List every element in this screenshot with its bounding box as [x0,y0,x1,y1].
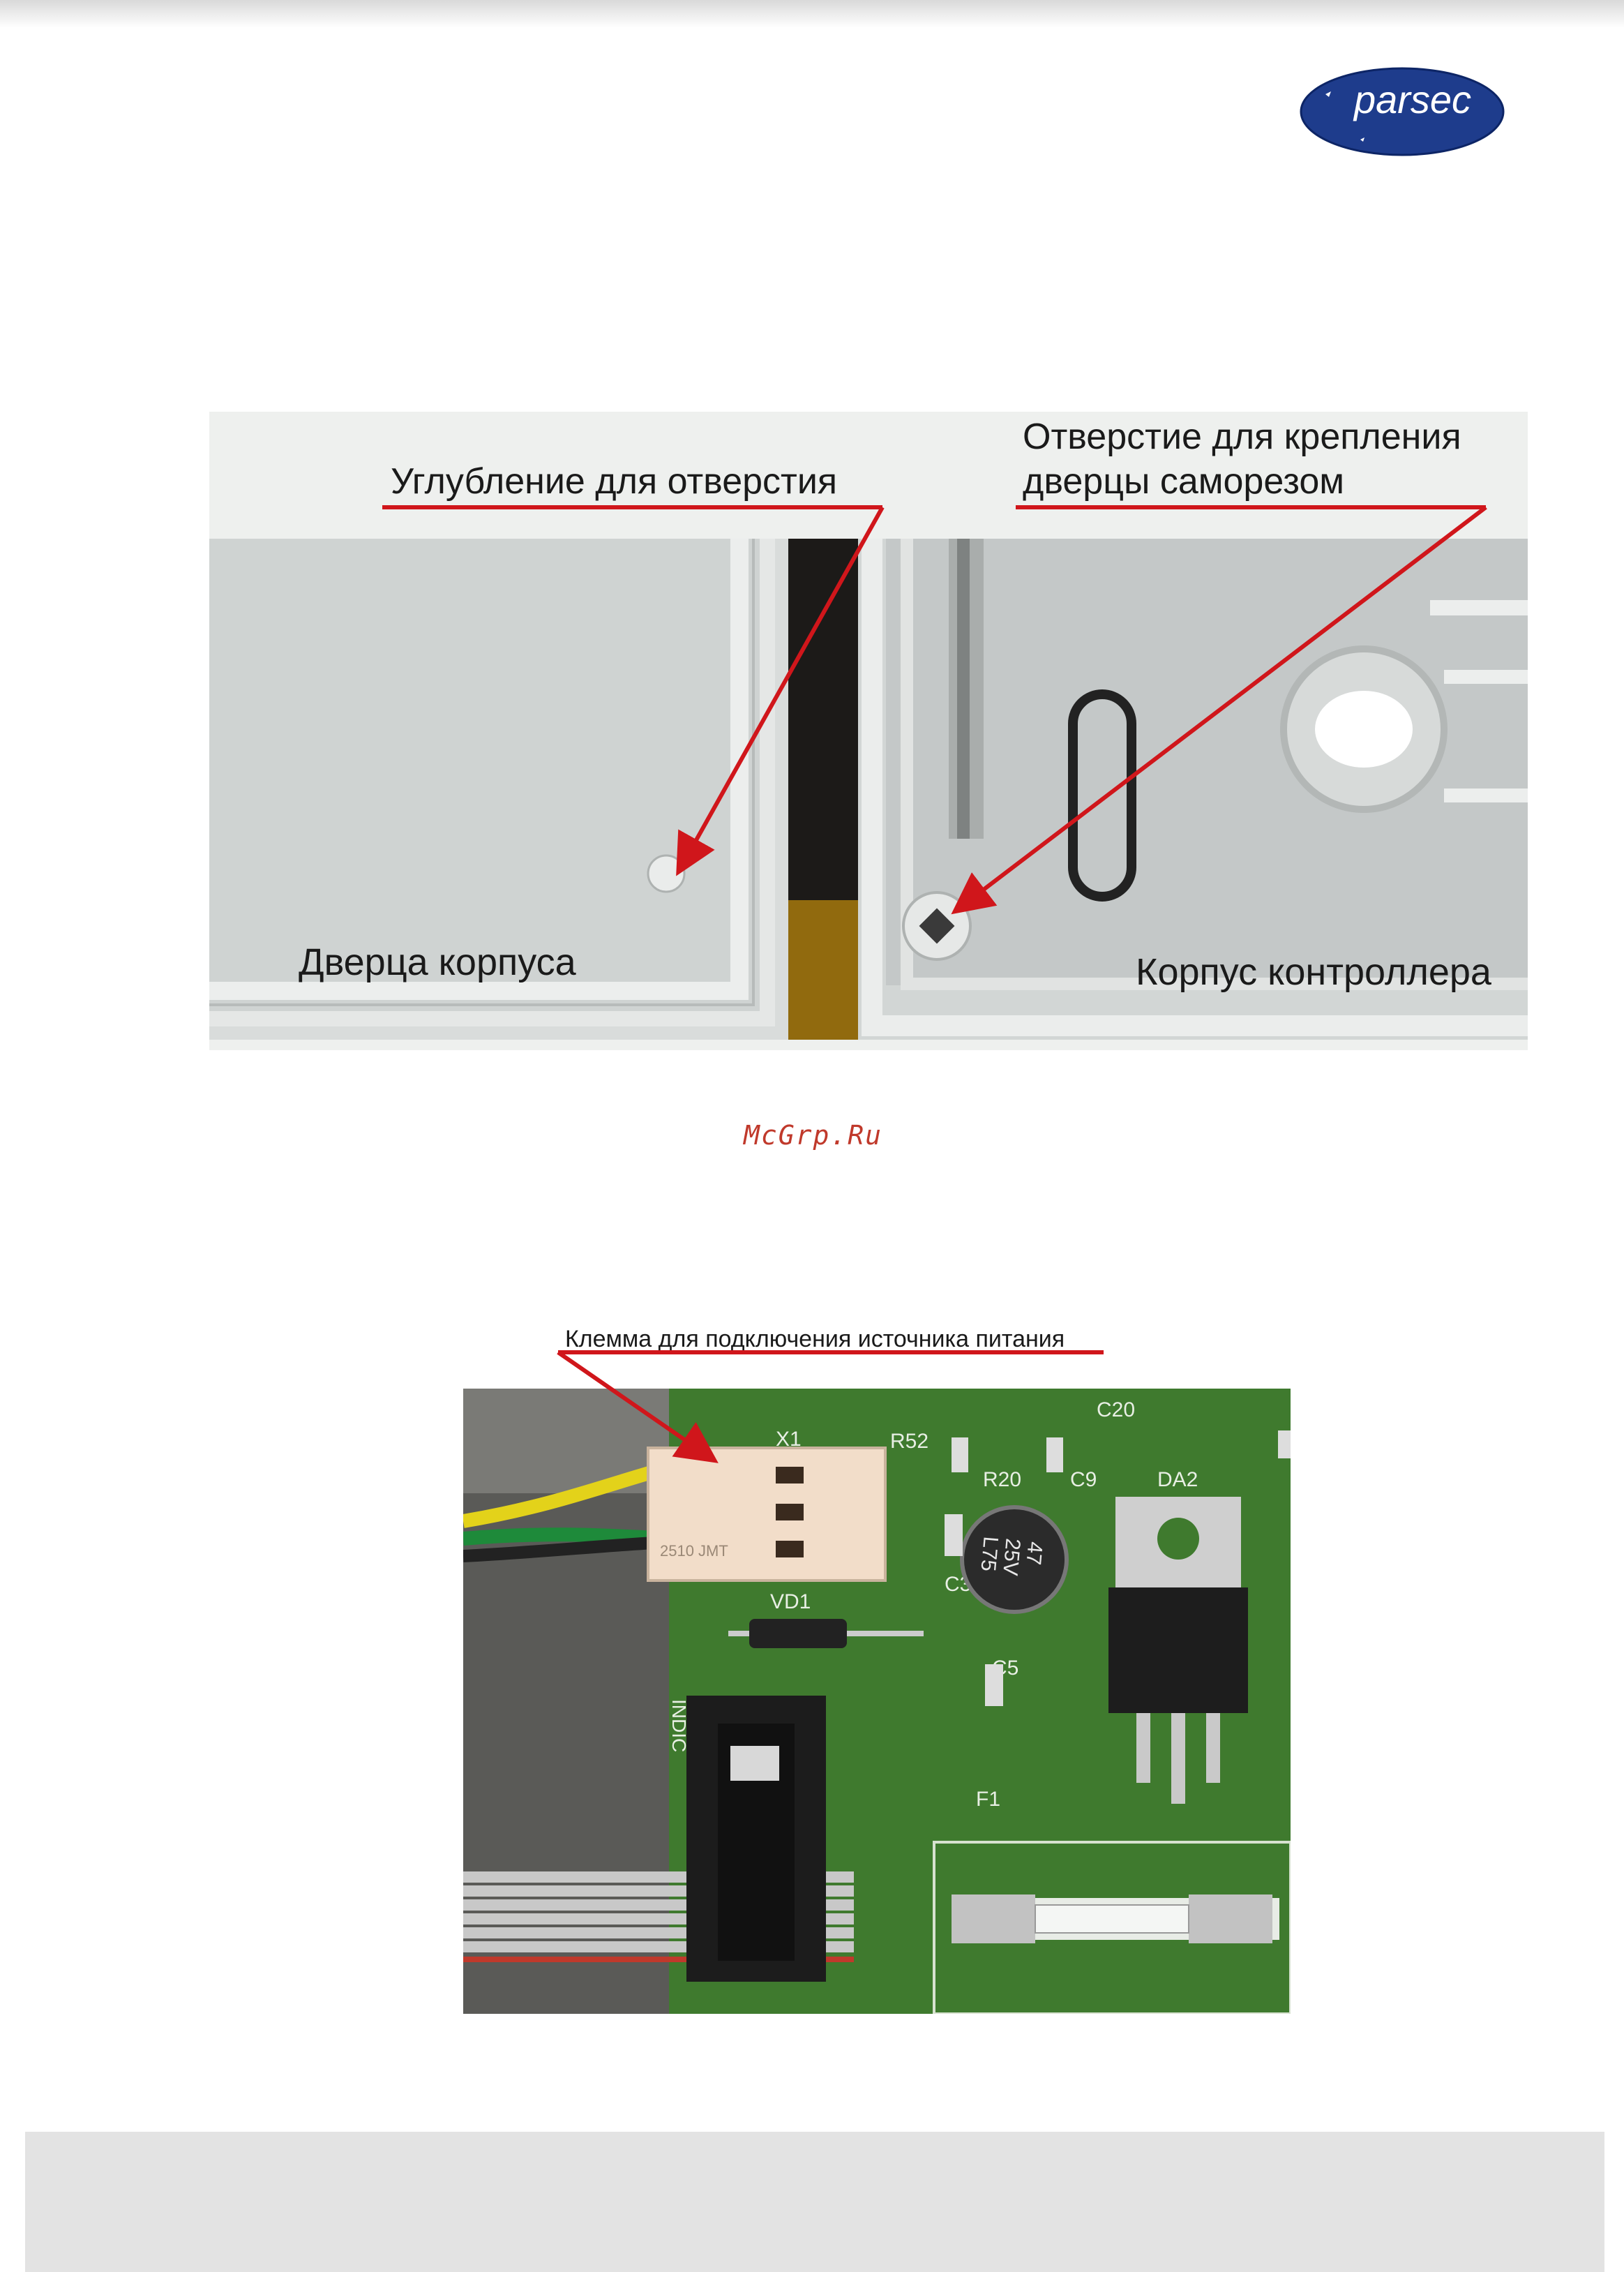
top-decorative-band [0,0,1624,28]
svg-text:X1: X1 [776,1428,802,1451]
svg-text:L75: L75 [976,1535,1002,1572]
door-label: Дверца корпуса [299,941,576,984]
callout-screw-label-line2: дверцы саморезом [1023,461,1344,502]
svg-text:VD1: VD1 [770,1590,811,1613]
svg-text:DA2: DA2 [1157,1468,1198,1491]
parsec-logo: parsec [1298,63,1507,160]
callout-recess-label: Углубление для отверстия [391,461,837,502]
svg-text:R20: R20 [983,1468,1021,1491]
pcb-photo: 2510 JMT X1 R52 C20 R20 C9 DA2 C3 VD1 C5… [463,1389,1291,2014]
svg-text:C9: C9 [1070,1468,1097,1491]
bottom-decorative-band [25,2132,1604,2272]
callout-terminal-label: Клемма для подключения источника питания [565,1326,1065,1353]
logo-text: parsec [1353,77,1471,121]
controller-body-label: Корпус контроллера [1136,950,1491,994]
svg-text:R52: R52 [890,1430,928,1453]
watermark: McGrp.Ru [744,1120,882,1151]
callout-screw-label-line1: Отверстие для крепления [1023,416,1461,458]
svg-text:F1: F1 [976,1788,1000,1811]
svg-text:C20: C20 [1097,1398,1135,1421]
svg-text:2510 JMT: 2510 JMT [660,1542,728,1560]
svg-text:47: 47 [1021,1541,1046,1566]
